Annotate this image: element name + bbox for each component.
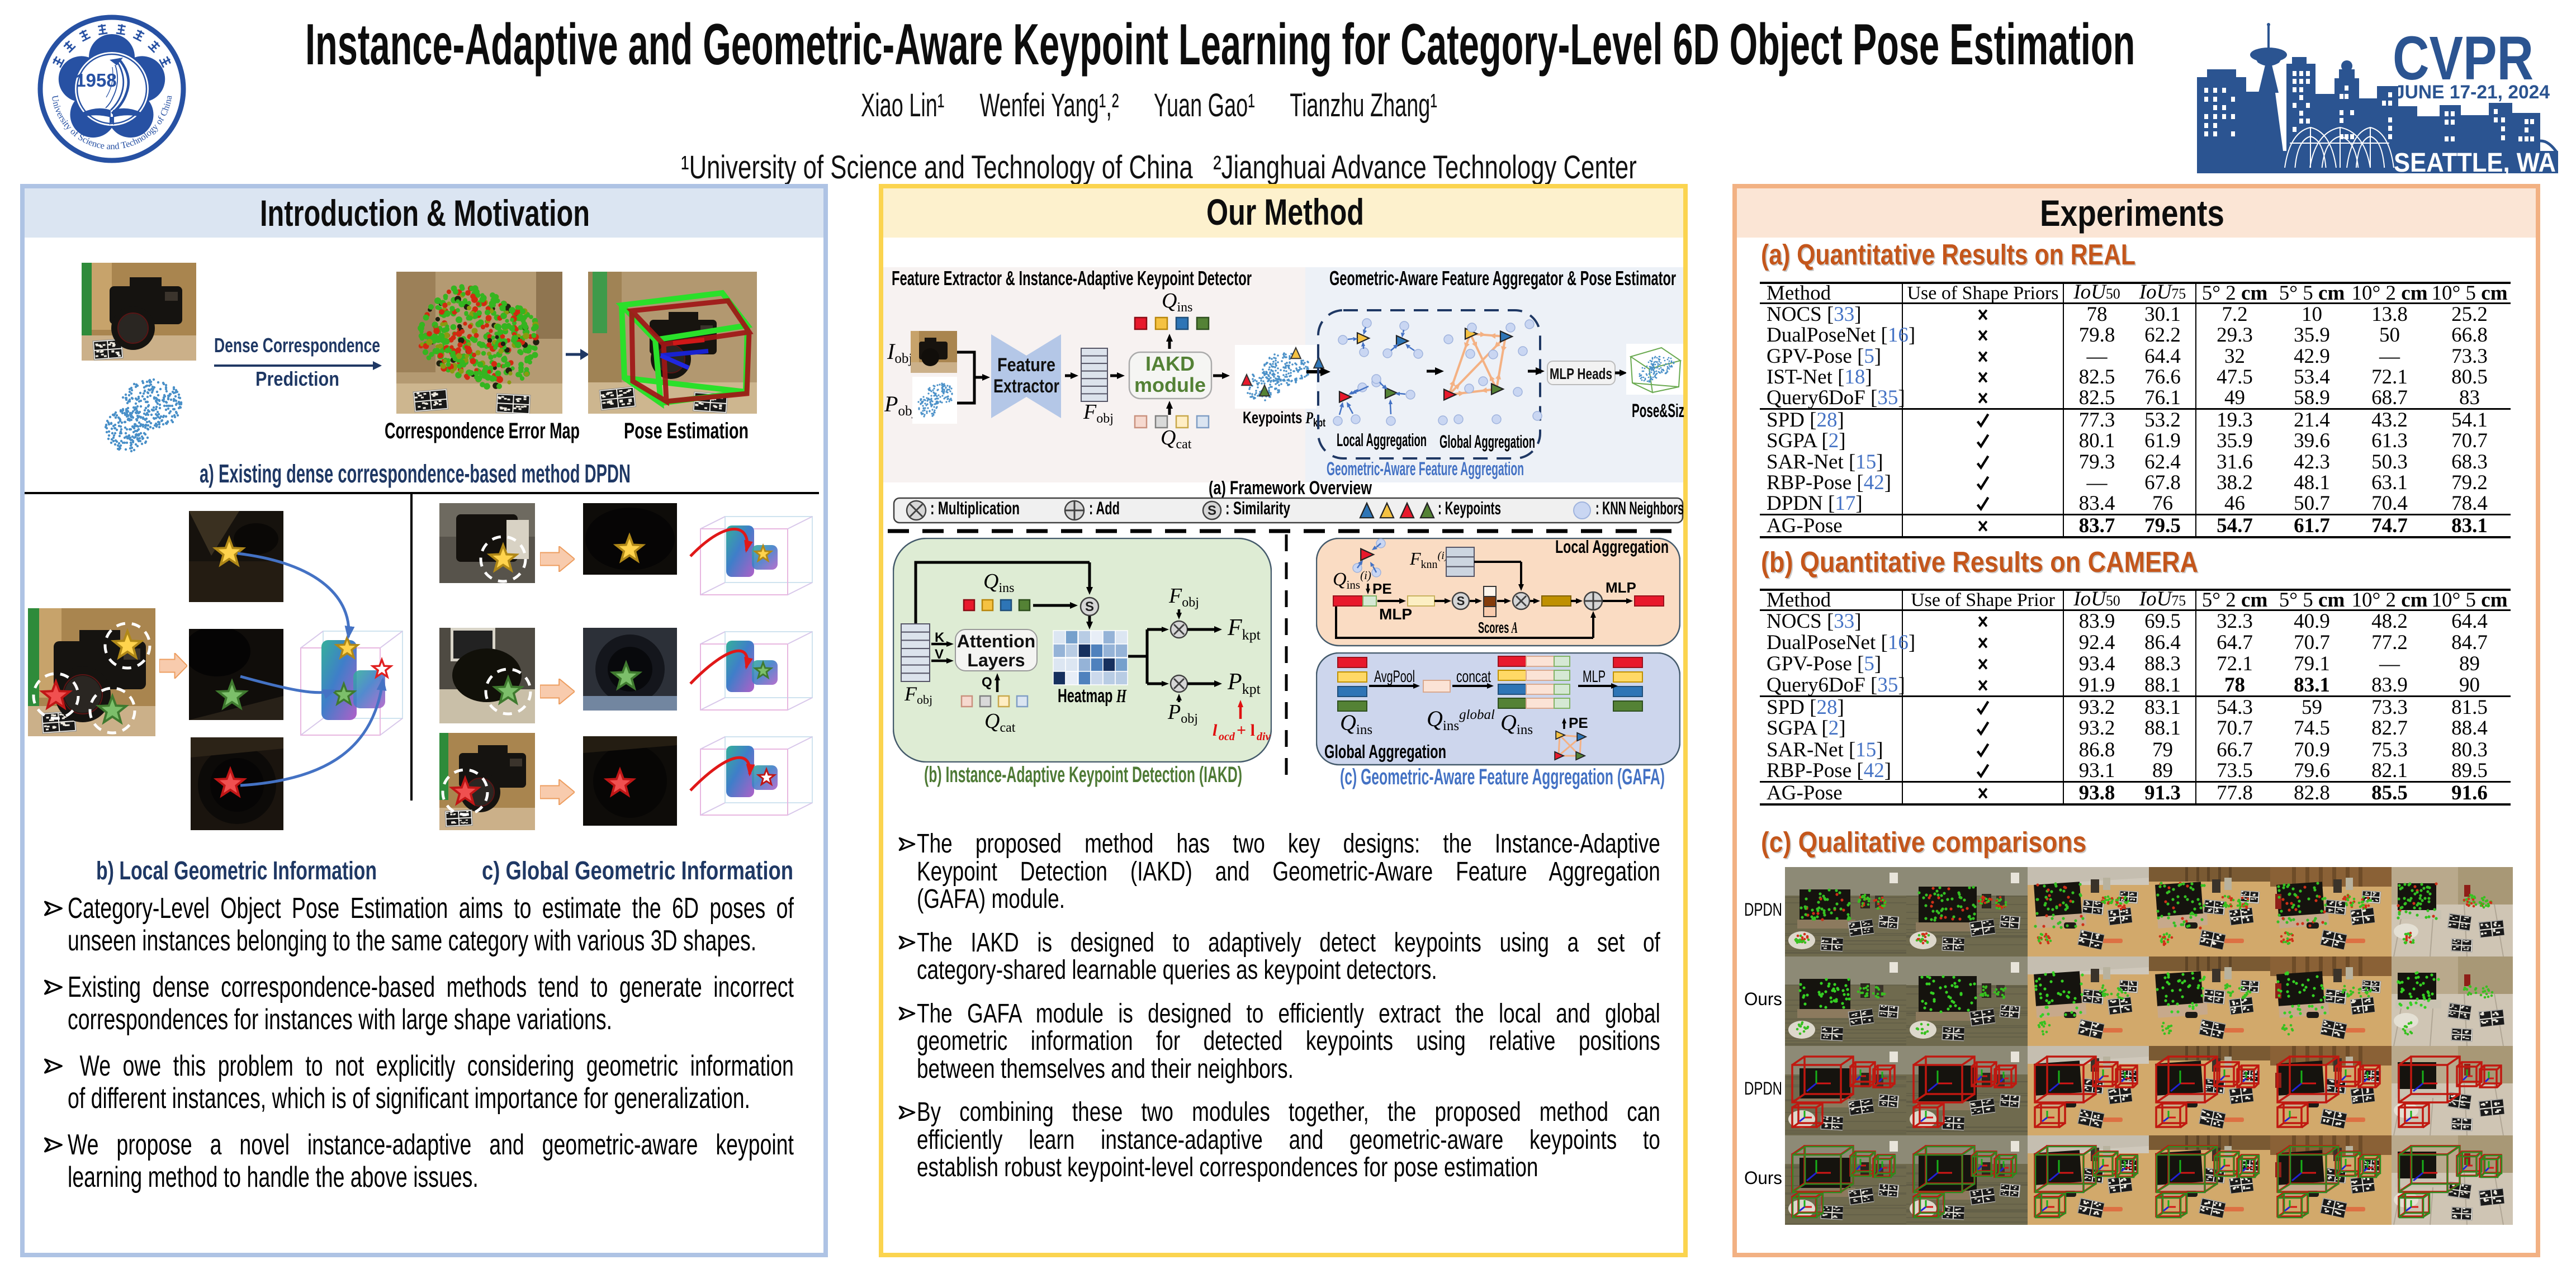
- svg-text:ocd: ocd: [1219, 731, 1235, 743]
- svg-text:b) Local Geometric Information: b) Local Geometric Information: [96, 861, 377, 885]
- svg-text:S: S: [1085, 599, 1094, 614]
- svg-text:Pose&Siz: Pose&Siz: [1632, 404, 1684, 422]
- svg-text:Prediction: Prediction: [255, 371, 339, 390]
- svg-text:Fkpt: Fkpt: [1227, 617, 1261, 643]
- svg-text:(b) Quantitative Results on CA: (b) Quantitative Results on CAMERA: [1761, 551, 2198, 579]
- svg-text:S: S: [1457, 594, 1465, 608]
- svg-text:: Multiplication: : Multiplication: [930, 501, 1020, 518]
- svg-text:Keypoints Pkpt: Keypoints Pkpt: [1243, 411, 1325, 429]
- svg-text:Ours: Ours: [1744, 992, 1782, 1009]
- svg-text:l: l: [1213, 721, 1218, 740]
- svg-text:(c) Qualitative comparisons: (c) Qualitative comparisons: [1762, 832, 2087, 860]
- svg-text:MLP: MLP: [1379, 605, 1412, 623]
- svg-text:Feature: Feature: [997, 354, 1055, 376]
- svg-text:: Keypoints: : Keypoints: [1438, 501, 1501, 518]
- svg-text:Scores A: Scores A: [1478, 622, 1518, 637]
- svg-text:SEATTLE, WA: SEATTLE, WA: [2394, 148, 2556, 174]
- svg-text:: Similarity: : Similarity: [1225, 501, 1290, 518]
- svg-text:Layers: Layers: [967, 650, 1025, 670]
- svg-text:div: div: [1257, 731, 1271, 743]
- svg-text:V: V: [935, 647, 944, 662]
- svg-text:+ l: + l: [1237, 721, 1255, 740]
- svg-text:Introduction & Motivation: Introduction & Motivation: [260, 199, 590, 234]
- svg-text:Q: Q: [982, 675, 992, 690]
- svg-text:S: S: [1208, 503, 1216, 518]
- svg-text:concat: concat: [1456, 670, 1491, 686]
- svg-text:AvgPool: AvgPool: [1374, 670, 1415, 686]
- svg-text:Correspondence Error Map: Correspondence Error Map: [385, 422, 580, 443]
- svg-text:Qcat: Qcat: [984, 712, 1016, 735]
- svg-text:Feature Extractor & Instance-A: Feature Extractor & Instance-Adaptive Ke…: [892, 271, 1252, 290]
- svg-text:PE: PE: [1372, 580, 1392, 597]
- svg-text:(b) Quantitative Results on CA: (b) Quantitative Results on CAMERA: [1762, 552, 2199, 580]
- svg-text:MLP: MLP: [1583, 670, 1606, 686]
- svg-text:DPDN: DPDN: [1744, 1082, 1782, 1098]
- svg-text:Attention: Attention: [957, 631, 1035, 651]
- svg-text:PE: PE: [1569, 714, 1588, 731]
- svg-text:Geometric-Aware Feature Aggreg: Geometric-Aware Feature Aggregator & Pos…: [1329, 271, 1676, 290]
- svg-text:: KNN Neighbors: : KNN Neighbors: [1595, 501, 1684, 518]
- svg-text:Local Aggregation: Local Aggregation: [1337, 433, 1427, 450]
- svg-text:Geometric-Aware Feature Aggreg: Geometric-Aware Feature Aggregation: [1327, 462, 1524, 480]
- svg-text:Local Aggregation: Local Aggregation: [1555, 540, 1669, 557]
- svg-text:CVPR: CVPR: [2393, 24, 2534, 93]
- svg-text:c) Global Geometric Informatio: c) Global Geometric Information: [482, 861, 793, 885]
- svg-text:a) Existing dense corresponden: a) Existing dense correspondence-based m…: [200, 464, 631, 488]
- svg-text:(a) Framework Overview: (a) Framework Overview: [1209, 481, 1372, 499]
- svg-text:(b) Instance-Adaptive Keypoint: (b) Instance-Adaptive Keypoint Detection…: [924, 766, 1242, 787]
- svg-text:Pose Estimation: Pose Estimation: [624, 422, 749, 443]
- svg-text:DPDN: DPDN: [1744, 903, 1782, 920]
- svg-text:K: K: [935, 630, 945, 645]
- svg-text:Global Aggregation: Global Aggregation: [1439, 435, 1535, 452]
- svg-text:(a) Quantitative Results on RE: (a) Quantitative Results on REAL: [1761, 244, 2135, 271]
- svg-text:JUNE 17-21, 2024: JUNE 17-21, 2024: [2394, 82, 2550, 103]
- svg-text:Dense Correspondence: Dense Correspondence: [214, 338, 380, 357]
- svg-text:MLP: MLP: [1606, 579, 1636, 596]
- svg-text:(c) Geometric-Aware Feature Ag: (c) Geometric-Aware Feature Aggregation …: [1340, 768, 1665, 789]
- svg-text:MLP Heads: MLP Heads: [1550, 365, 1612, 382]
- svg-text:Heatmap H: Heatmap H: [1058, 689, 1127, 707]
- svg-text:module: module: [1134, 373, 1206, 396]
- svg-text:(a) Quantitative Results on RE: (a) Quantitative Results on REAL: [1762, 245, 2137, 272]
- svg-text:: Add: : Add: [1089, 501, 1120, 518]
- svg-text:(c) Qualitative comparisons: (c) Qualitative comparisons: [1761, 831, 2086, 859]
- svg-text:IAKD: IAKD: [1145, 352, 1195, 375]
- svg-text:Extractor: Extractor: [993, 376, 1059, 397]
- svg-text:Experiments: Experiments: [2040, 199, 2224, 234]
- svg-text:1958: 1958: [75, 70, 116, 91]
- svg-text:Global Aggregation: Global Aggregation: [1324, 745, 1446, 763]
- svg-text:Our Method: Our Method: [1206, 198, 1364, 233]
